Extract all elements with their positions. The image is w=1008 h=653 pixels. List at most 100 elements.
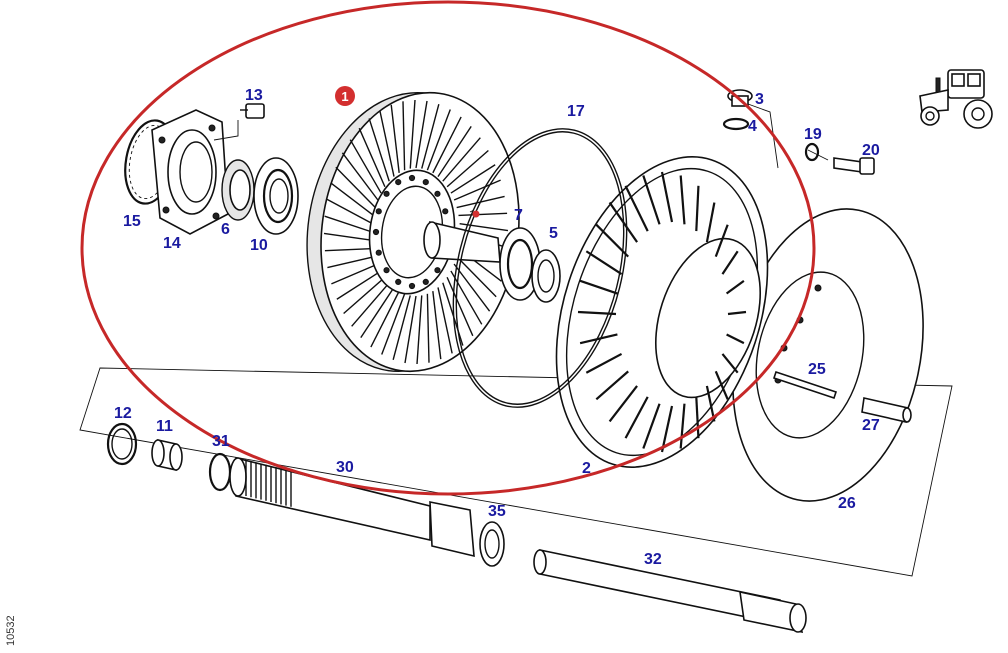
- part-30-shaft[interactable]: [229, 456, 475, 558]
- label-12[interactable]: 12: [114, 405, 132, 422]
- hub-hole: [408, 282, 416, 290]
- turbine-blade: [432, 291, 442, 360]
- label-3[interactable]: 3: [755, 91, 764, 108]
- callout-badge[interactable]: 1: [335, 86, 355, 106]
- part-27-pin[interactable]: [861, 397, 912, 423]
- housing-fin: [579, 333, 618, 345]
- hub-hole: [408, 174, 416, 182]
- housing-fin: [721, 250, 739, 275]
- part-10-bearing[interactable]: [253, 157, 299, 235]
- turbine-blade: [392, 295, 411, 361]
- part-4-washer[interactable]: [722, 117, 750, 131]
- part-5-bearing[interactable]: [499, 227, 561, 303]
- turbine-blade: [331, 263, 379, 285]
- part-17-o-ring[interactable]: [426, 110, 654, 425]
- label-14[interactable]: 14: [163, 235, 181, 252]
- label-17[interactable]: 17: [567, 103, 585, 120]
- housing-fin: [695, 396, 700, 439]
- turbine-blade: [426, 293, 430, 363]
- label-10[interactable]: 10: [250, 237, 268, 254]
- callout-number: 1: [341, 89, 348, 104]
- housing-fin: [660, 405, 674, 453]
- turbine-blade: [335, 166, 376, 208]
- label-20[interactable]: 20: [862, 142, 880, 159]
- part-20-bolt[interactable]: [833, 157, 875, 175]
- marker-dot: [472, 210, 480, 218]
- label-25[interactable]: 25: [808, 361, 826, 378]
- housing-fin: [721, 353, 739, 374]
- part-13-bolt[interactable]: [240, 103, 265, 119]
- part-1-turbine-wheel[interactable]: [289, 79, 536, 384]
- turbine-blade: [379, 110, 395, 177]
- label-26[interactable]: 26: [838, 495, 856, 512]
- part-14-cover[interactable]: [151, 109, 229, 235]
- label-5[interactable]: 5: [549, 225, 558, 242]
- hub-hole: [375, 208, 382, 215]
- label-30[interactable]: 30: [336, 459, 354, 476]
- label-15[interactable]: 15: [123, 213, 141, 230]
- part-19-washer[interactable]: [804, 142, 820, 162]
- housing-fin: [727, 310, 747, 316]
- hub-hole: [434, 267, 441, 274]
- label-2[interactable]: 2: [582, 460, 591, 477]
- label-32[interactable]: 32: [644, 551, 662, 568]
- housing-fin: [725, 279, 745, 295]
- label-31[interactable]: 31: [212, 433, 230, 450]
- label-13[interactable]: 13: [245, 87, 263, 104]
- hub-hole: [383, 190, 390, 197]
- part-6-seal[interactable]: [221, 159, 255, 221]
- label-7[interactable]: 7: [514, 207, 523, 224]
- label-11[interactable]: 11: [156, 418, 173, 435]
- turbine-blade: [330, 182, 374, 216]
- housing-fin: [679, 403, 686, 449]
- hub-hole: [375, 249, 382, 256]
- hub-hole: [372, 228, 380, 236]
- turbine-blade: [324, 215, 373, 233]
- turbine-blade: [446, 149, 489, 188]
- turbine-blade: [381, 293, 406, 355]
- part-12-snap-ring[interactable]: [106, 422, 138, 466]
- part-2-housing[interactable]: [519, 130, 804, 495]
- housing-fin: [660, 171, 674, 223]
- turbine-blade: [442, 137, 481, 182]
- label-6[interactable]: 6: [221, 221, 230, 238]
- housing-fin: [624, 185, 649, 232]
- turbine-blade: [437, 126, 472, 177]
- housing-fin: [585, 352, 623, 374]
- part-35-needle-bearing[interactable]: [479, 521, 505, 567]
- turbine-blade: [442, 282, 464, 346]
- housing-fin: [642, 175, 661, 225]
- turbine-blade: [351, 282, 390, 327]
- housing-fin: [714, 370, 729, 400]
- hub-hole: [434, 190, 441, 197]
- turbine-blade: [432, 116, 462, 174]
- turbine-blade: [404, 295, 417, 364]
- turbine-blade: [402, 101, 406, 171]
- label-19[interactable]: 19: [804, 126, 822, 143]
- housing-fin: [585, 250, 623, 276]
- turbine-blade: [323, 232, 373, 242]
- part-31-ring[interactable]: [208, 452, 232, 492]
- hub-hole: [395, 179, 402, 186]
- turbine-blade: [326, 198, 373, 225]
- part-25-stud[interactable]: [772, 370, 838, 400]
- turbine-blade: [336, 270, 382, 300]
- turbine-blade: [456, 256, 497, 298]
- turbine-blade: [390, 104, 400, 173]
- label-35[interactable]: 35: [488, 503, 506, 520]
- turbine-blade: [426, 109, 451, 171]
- housing-fin: [679, 175, 686, 225]
- turbine-blade: [341, 152, 379, 201]
- hub-hole: [422, 278, 429, 285]
- turbine-blade: [327, 255, 376, 269]
- hub-hole: [422, 179, 429, 186]
- label-4[interactable]: 4: [748, 118, 757, 135]
- leader-lines: [213, 103, 829, 213]
- label-27[interactable]: 27: [862, 417, 880, 434]
- turbine-blade: [370, 290, 400, 348]
- part-32-shaft[interactable]: [533, 549, 807, 634]
- part-11-bush[interactable]: [151, 439, 183, 471]
- turbine-blade: [437, 287, 453, 354]
